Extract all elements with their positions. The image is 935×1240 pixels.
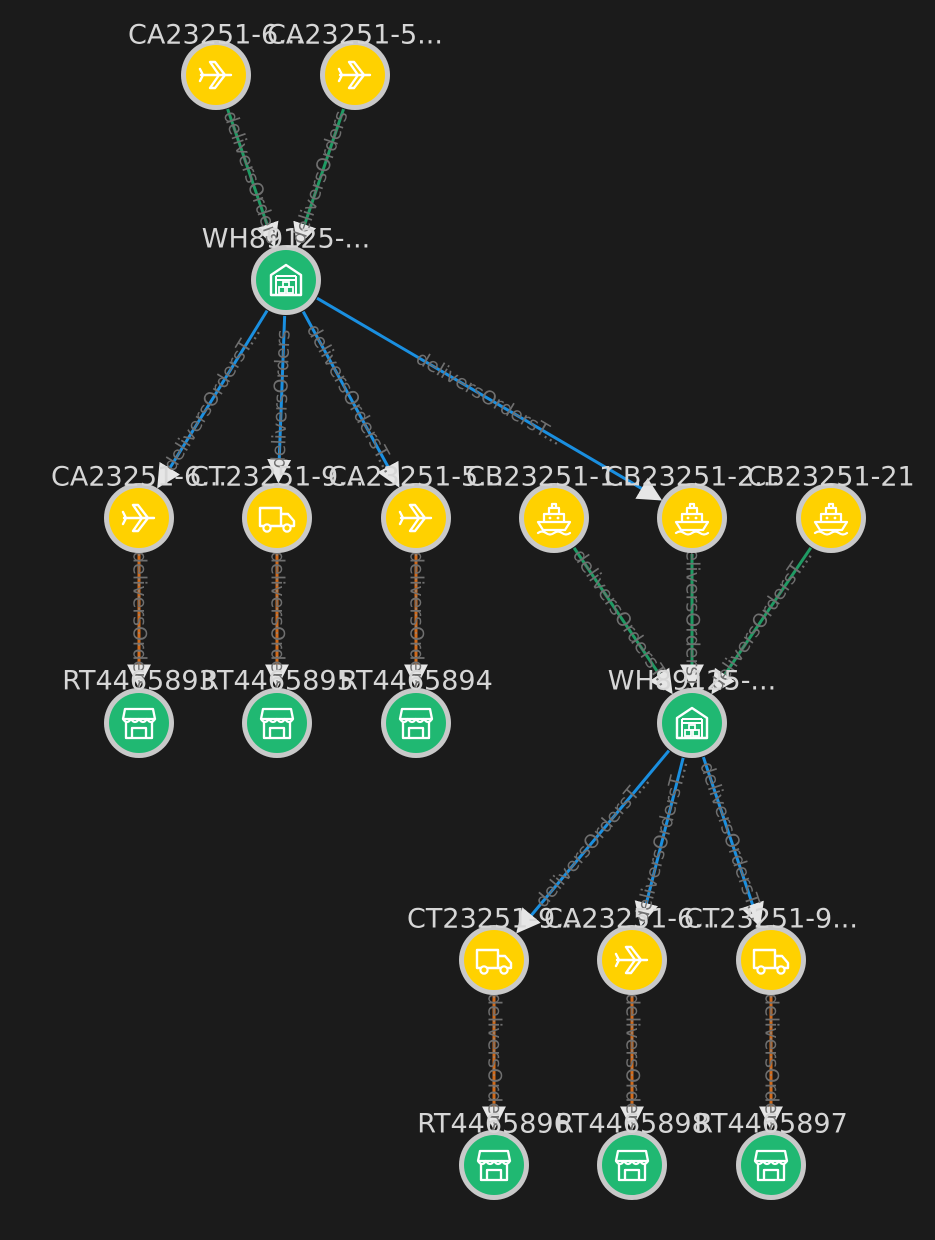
edge-label: deliversOrdersT... [531, 770, 655, 912]
node-n9[interactable] [459, 925, 529, 995]
edge-n8-wh2[interactable] [711, 546, 813, 695]
node-n1[interactable] [181, 40, 251, 110]
edge-label: deliversOrders [406, 551, 428, 690]
node-r1[interactable] [104, 688, 174, 758]
node-body [741, 930, 801, 990]
edge-wh2-n10[interactable] [634, 757, 685, 927]
edge-label: deliversOrders [129, 551, 151, 690]
node-r2[interactable] [242, 688, 312, 758]
node-n8[interactable] [796, 483, 866, 553]
edge-wh2-n11[interactable] [701, 756, 764, 928]
edges-layer [127, 108, 813, 1131]
edge-label: deliversOrders [267, 551, 289, 690]
node-n3[interactable] [104, 483, 174, 553]
node-n2[interactable] [320, 40, 390, 110]
node-body [464, 1135, 524, 1195]
node-label: CA23251-6... [128, 20, 304, 51]
node-label: CB23251-2... [604, 462, 780, 493]
edge-wh1-n7[interactable] [316, 296, 663, 501]
edge-label: deliversOrders [622, 993, 644, 1132]
node-label: CA23251-5... [267, 20, 443, 51]
node-body [386, 693, 446, 753]
node-label: CT23251-9... [684, 904, 858, 935]
edge-wh1-n4[interactable] [267, 315, 292, 484]
node-label: CA23251-5... [328, 462, 504, 493]
node-n6[interactable] [519, 483, 589, 553]
node-label: RT4465897 [694, 1109, 848, 1140]
node-body [524, 488, 584, 548]
node-label: CB23251-21 [747, 462, 914, 493]
node-r3[interactable] [381, 688, 451, 758]
edge-n6-wh2[interactable] [572, 547, 673, 695]
node-label: CT23251-9... [190, 462, 364, 493]
node-body [247, 693, 307, 753]
node-wh2[interactable] [657, 688, 727, 758]
node-label: WH89125-... [202, 224, 370, 255]
node-label: RT4465896 [417, 1109, 571, 1140]
edge-wh1-n5[interactable] [301, 310, 400, 488]
node-n7[interactable] [657, 483, 727, 553]
node-body [464, 930, 524, 990]
node-label: CT23251-9... [407, 904, 581, 935]
node-n10[interactable] [597, 925, 667, 995]
edge-wh1-n3[interactable] [157, 309, 269, 489]
node-label: WH89125-... [608, 666, 776, 697]
node-r6[interactable] [736, 1130, 806, 1200]
node-body [741, 1135, 801, 1195]
node-label: RT4465894 [339, 666, 493, 697]
edge-wh2-n9[interactable] [516, 749, 671, 934]
node-body [801, 488, 861, 548]
node-body [662, 488, 722, 548]
node-r5[interactable] [597, 1130, 667, 1200]
node-wh1[interactable] [251, 245, 321, 315]
edge-n2-wh1[interactable] [293, 108, 345, 248]
node-n11[interactable] [736, 925, 806, 995]
node-r4[interactable] [459, 1130, 529, 1200]
node-label: RT4465895 [200, 666, 354, 697]
node-body [602, 1135, 662, 1195]
edge-label: deliversOrdersT... [695, 759, 768, 924]
node-body [109, 693, 169, 753]
node-label: CA23251-6... [51, 462, 227, 493]
node-n5[interactable] [381, 483, 451, 553]
edge-n1-wh1[interactable] [226, 108, 279, 248]
node-labels-layer: CA23251-6...CA23251-5...WH89125-...CA232… [51, 20, 915, 1140]
node-label: CA23251-6... [544, 904, 720, 935]
edge-label: deliversOrdersT... [302, 321, 401, 478]
node-label: RT4465898 [555, 1109, 709, 1140]
node-label: RT4465893 [62, 666, 216, 697]
node-label: CB23251-1... [466, 462, 642, 493]
edge-label: deliversOrdersT... [412, 347, 567, 450]
edge-label: deliversOrdersT... [159, 322, 265, 475]
edge-label: deliversOrders [267, 329, 294, 469]
nodes-layer [104, 40, 866, 1200]
edge-label: deliversOrders [761, 993, 783, 1132]
node-body [247, 488, 307, 548]
edge-label: deliversOrders [484, 993, 506, 1132]
edge-label: deliversOrdersT... [682, 537, 704, 703]
node-n4[interactable] [242, 483, 312, 553]
